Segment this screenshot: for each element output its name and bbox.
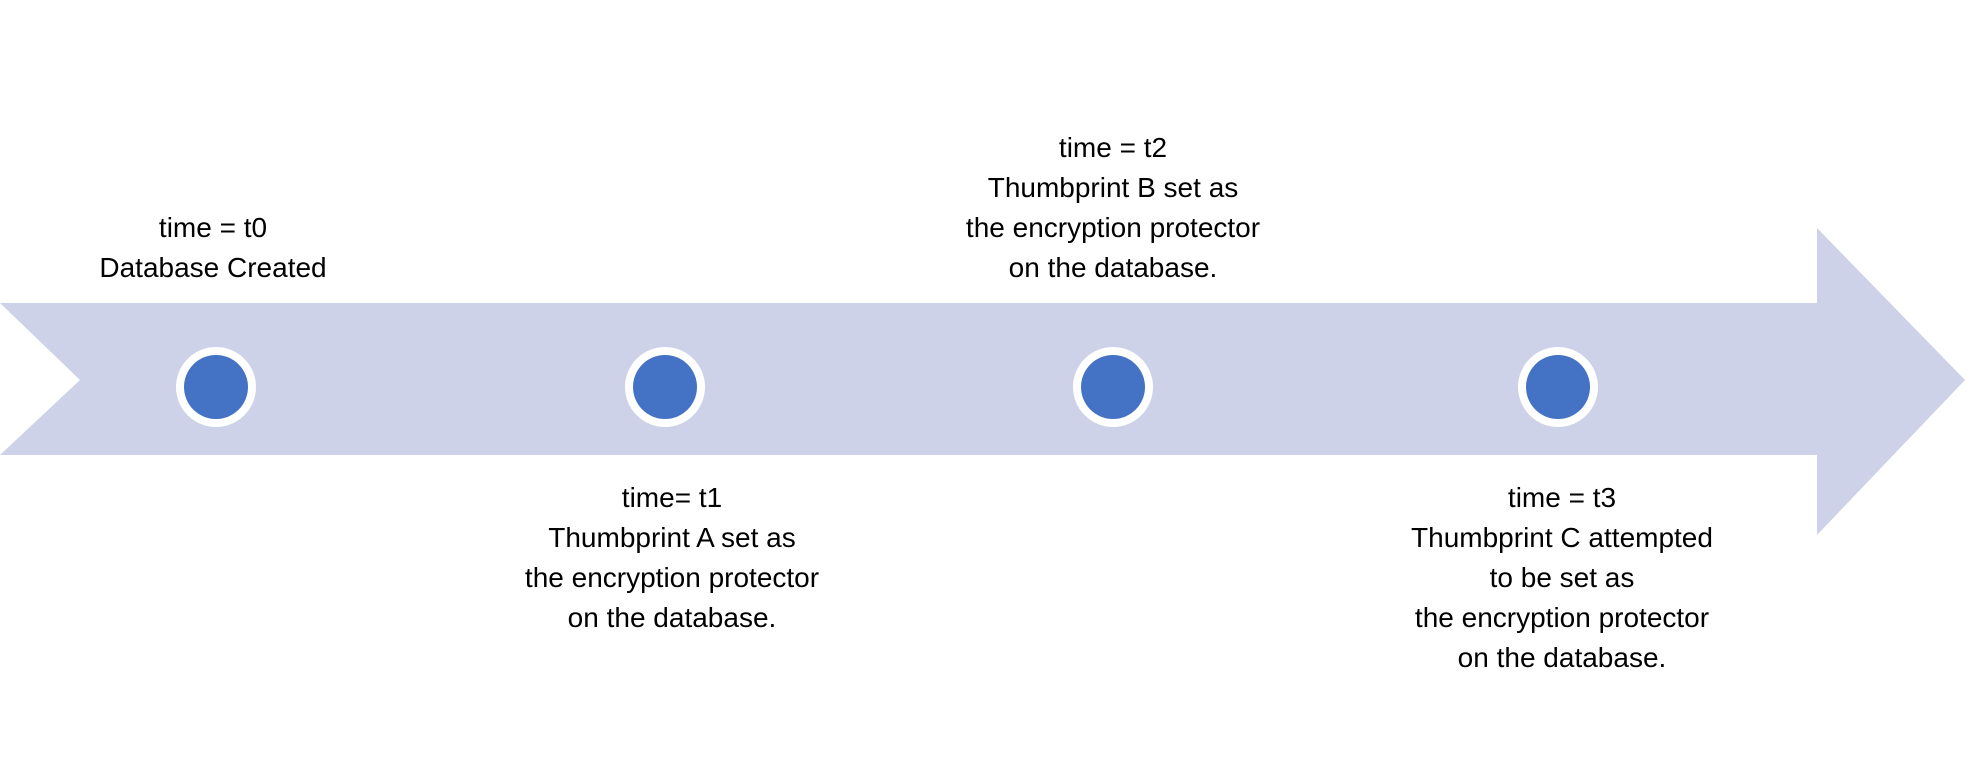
event-label-t2-line-2: the encryption protector <box>965 212 1261 243</box>
milestone-marker-t0[interactable] <box>176 347 256 427</box>
milestone-marker-t2[interactable] <box>1073 347 1153 427</box>
event-label-t3-line-2: to be set as <box>1489 562 1635 593</box>
event-label-t0-line-0: time = t0 <box>158 212 268 243</box>
milestone-dot-icon <box>633 355 697 419</box>
event-label-t3: time = t3 Thumbprint C attempted to be s… <box>1411 478 1713 678</box>
event-label-t0: time = t0 Database Created <box>99 208 326 288</box>
event-label-t2: time = t2 Thumbprint B set as the encryp… <box>966 128 1260 288</box>
milestone-dot-icon <box>1081 355 1145 419</box>
event-label-t1-line-2: the encryption protector <box>524 562 820 593</box>
event-label-t3-line-3: the encryption protector <box>1414 602 1710 633</box>
event-label-t3-line-1: Thumbprint C attempted <box>1411 522 1713 553</box>
milestone-marker-t1[interactable] <box>625 347 705 427</box>
event-label-t2-line-0: time = t2 <box>1058 132 1168 163</box>
event-label-t1: time= t1 Thumbprint A set as the encrypt… <box>525 478 819 638</box>
event-label-t3-line-4: on the database. <box>1457 642 1667 673</box>
milestone-dot-icon <box>1526 355 1590 419</box>
milestone-marker-t3[interactable] <box>1518 347 1598 427</box>
event-label-t1-line-3: on the database. <box>567 602 777 633</box>
event-label-t0-line-1: Database Created <box>99 252 327 283</box>
milestone-dot-icon <box>184 355 248 419</box>
event-label-t2-line-3: on the database. <box>1008 252 1218 283</box>
event-label-t2-line-1: Thumbprint B set as <box>987 172 1239 203</box>
event-label-t3-line-0: time = t3 <box>1507 482 1617 513</box>
event-label-t1-line-0: time= t1 <box>621 482 723 513</box>
event-label-t1-line-1: Thumbprint A set as <box>548 522 796 553</box>
